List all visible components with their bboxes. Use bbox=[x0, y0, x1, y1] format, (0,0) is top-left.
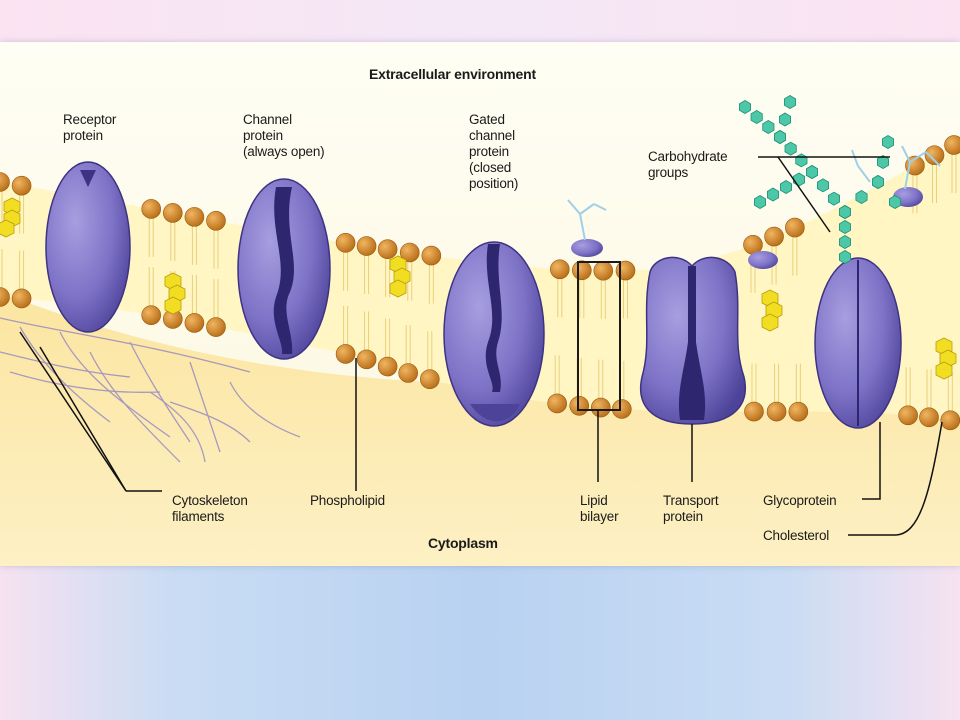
cell-membrane-diagram: Extracellular environment Cytoplasm Rece… bbox=[0, 42, 960, 566]
carbohydrate-bead bbox=[882, 135, 894, 149]
phospholipid-head bbox=[940, 410, 960, 431]
cholesterol-molecules bbox=[0, 197, 957, 380]
glycoprotein-shape bbox=[814, 257, 902, 429]
channel-protein-label: Channel protein (always open) bbox=[243, 112, 325, 159]
carbohydrate-bead bbox=[780, 180, 792, 194]
carbohydrate-bead bbox=[839, 235, 851, 249]
carbohydrate-bead bbox=[767, 187, 779, 202]
slide-bottom-band bbox=[0, 566, 960, 720]
carbohydrate-bead bbox=[839, 250, 851, 264]
phospholipid-head bbox=[788, 401, 809, 422]
carbohydrate-bead bbox=[793, 172, 805, 187]
cytoplasm-region bbox=[0, 292, 960, 566]
extracellular-environment-label: Extracellular environment bbox=[369, 66, 536, 82]
transport-protein-label: Transport protein bbox=[663, 493, 719, 524]
carbohydrate-bead bbox=[889, 195, 901, 209]
phospholipid-head bbox=[184, 207, 205, 227]
leader-lines bbox=[19, 156, 943, 536]
carbohydrate-bead bbox=[828, 191, 840, 206]
phospholipid-head bbox=[398, 363, 418, 383]
phospholipid-head bbox=[547, 393, 567, 414]
gated-channel-protein-label: Gated channel protein (closed position) bbox=[469, 112, 519, 191]
phospholipid-head bbox=[184, 313, 205, 333]
phospholipid-label: Phospholipid bbox=[310, 493, 385, 508]
phospholipid-head bbox=[399, 242, 420, 263]
phospholipid-heads-inner bbox=[0, 287, 960, 431]
phospholipid-head bbox=[766, 401, 787, 422]
membrane-illustration bbox=[0, 42, 960, 566]
cholesterol-label: Cholesterol bbox=[763, 528, 830, 543]
carbohydrate-bead bbox=[750, 110, 763, 124]
phospholipid-head bbox=[944, 135, 960, 155]
receptor-protein-shape bbox=[45, 161, 131, 333]
lipid-bilayer-box bbox=[577, 261, 621, 411]
phospholipid-head bbox=[206, 317, 226, 337]
phospholipid-head bbox=[420, 369, 440, 389]
phospholipid-head bbox=[924, 145, 945, 165]
gated-channel-protein-shape bbox=[443, 241, 545, 427]
phospholipid-head bbox=[11, 288, 32, 309]
cytoskeleton-filaments-label: Cytoskeleton filaments bbox=[172, 493, 248, 524]
phospholipid-head bbox=[0, 287, 10, 307]
phospholipid-head bbox=[335, 233, 356, 253]
carbohydrate-groups-label: Carbohydrate groups bbox=[648, 149, 728, 180]
phospholipid-head bbox=[572, 260, 592, 281]
carbohydrate-bead bbox=[839, 220, 851, 234]
phospholipid-head bbox=[744, 401, 764, 422]
carbohydrate-chain bbox=[739, 95, 901, 264]
phospholipid-head bbox=[550, 259, 570, 280]
carbohydrate-bead bbox=[754, 195, 766, 209]
carbohydrate-bead bbox=[855, 190, 868, 204]
carbohydrate-bead bbox=[774, 130, 786, 144]
transport-protein-shape bbox=[640, 256, 746, 425]
carbohydrate-bead bbox=[877, 155, 889, 169]
phospholipid-tails bbox=[1, 153, 957, 413]
carbohydrate-bead bbox=[784, 95, 796, 109]
phospholipid-head bbox=[569, 395, 590, 416]
phospholipid-head bbox=[593, 260, 614, 281]
carbohydrate-bead bbox=[784, 141, 797, 156]
slide-top-band bbox=[0, 0, 960, 42]
carbohydrate-bead bbox=[779, 112, 791, 127]
phospholipid-head bbox=[919, 407, 939, 428]
carbohydrate-bead bbox=[817, 178, 829, 193]
phospholipid-head bbox=[590, 397, 611, 418]
phospholipid-head bbox=[377, 239, 398, 260]
carbohydrate-bead bbox=[739, 100, 751, 114]
phospholipid-head bbox=[785, 217, 805, 238]
carbohydrate-bead bbox=[762, 120, 775, 134]
peripheral-protein bbox=[748, 251, 778, 269]
phospholipid-head bbox=[421, 245, 442, 266]
phospholipid-head bbox=[0, 172, 10, 192]
phospholipid-head bbox=[356, 236, 377, 256]
phospholipid-head bbox=[141, 305, 161, 325]
phospholipid-head bbox=[141, 199, 161, 219]
carbohydrate-bead bbox=[839, 205, 851, 219]
phospholipid-head bbox=[764, 226, 784, 247]
peripheral-protein bbox=[571, 239, 603, 257]
receptor-protein-label: Receptor protein bbox=[63, 112, 117, 143]
lipid-bilayer-label: Lipid bilayer bbox=[580, 493, 619, 524]
glycoprotein-label: Glycoprotein bbox=[763, 493, 837, 508]
cytoplasm-label: Cytoplasm bbox=[428, 535, 498, 551]
phospholipid-head bbox=[615, 260, 636, 281]
phospholipid-head bbox=[898, 405, 918, 426]
cytoskeleton-filaments bbox=[0, 317, 301, 463]
phospholipid-head bbox=[335, 344, 356, 364]
phospholipid-head bbox=[11, 175, 32, 196]
channel-protein-shape bbox=[237, 178, 331, 360]
carbohydrate-bead bbox=[806, 165, 818, 179]
carbohydrate-bead bbox=[795, 153, 808, 168]
carbohydrate-bead bbox=[872, 175, 884, 189]
glycolipid-chains bbox=[567, 145, 941, 241]
phospholipid-head bbox=[356, 349, 377, 370]
phospholipid-head bbox=[377, 356, 398, 377]
phospholipid-head bbox=[163, 203, 183, 223]
phospholipid-head bbox=[206, 211, 226, 231]
